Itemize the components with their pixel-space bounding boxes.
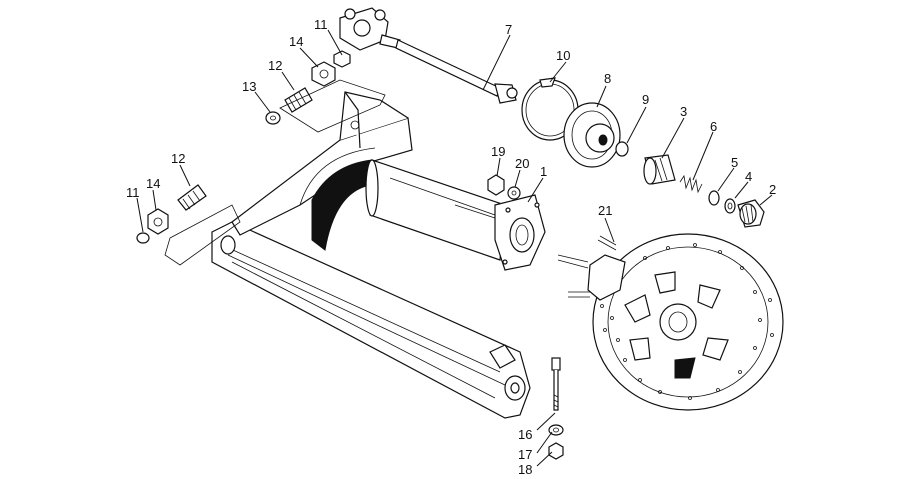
part-14-nut-lower: [147, 208, 169, 235]
callout-11b: 11: [126, 185, 140, 200]
callout-3: 3: [680, 104, 687, 119]
callout-12b: 12: [171, 151, 185, 166]
part-4-ring: [724, 198, 736, 214]
part-9-oring: [615, 141, 629, 157]
callout-5: 5: [731, 155, 738, 170]
part-16-bolt: [551, 357, 561, 411]
callout-2: 2: [769, 182, 776, 197]
part-11-cap-upper: [333, 50, 351, 68]
callout-4: 4: [745, 169, 752, 184]
callout-1: 1: [540, 164, 547, 179]
callout-8: 8: [604, 71, 611, 86]
callout-19: 19: [491, 144, 505, 159]
part-3-sleeve: [643, 154, 676, 185]
part-7-drive-shaft: [339, 7, 518, 104]
callout-6: 6: [710, 119, 717, 134]
callout-10: 10: [556, 48, 570, 63]
leader-lines: [136, 29, 773, 467]
part-8-housing: [563, 102, 621, 168]
callout-9: 9: [642, 92, 649, 107]
callout-11: 11: [314, 17, 328, 32]
callout-20: 20: [515, 156, 529, 171]
callout-14b: 14: [146, 176, 160, 191]
part-14-nut-upper: [311, 61, 336, 87]
part-11-cap-lower: [136, 232, 150, 244]
callout-labels: 7 11 14 12 13 10 8 9 3 6 5 4 2 19 20 1 1…: [126, 17, 776, 477]
callout-13: 13: [242, 79, 256, 94]
part-19-nut: [487, 174, 505, 196]
part-18-nut: [548, 442, 564, 460]
callout-16: 16: [518, 427, 532, 442]
callout-7: 7: [505, 22, 512, 37]
part-17-washer: [548, 424, 564, 436]
part-2-gear: [737, 199, 765, 228]
part-12-stud-lower: [177, 184, 207, 211]
part-6-spring: [679, 174, 703, 194]
callout-17: 17: [518, 447, 532, 462]
part-13-washer: [265, 111, 281, 125]
callout-21: 21: [598, 203, 612, 218]
part-5-washer: [708, 190, 720, 206]
part-12-stud-upper: [284, 87, 313, 113]
callout-12: 12: [268, 58, 282, 73]
swing-arm: [211, 91, 546, 419]
part-20-washer: [507, 186, 521, 200]
callout-14: 14: [289, 34, 303, 49]
callout-18: 18: [518, 462, 532, 477]
part-21-hub-disc: [557, 233, 784, 411]
